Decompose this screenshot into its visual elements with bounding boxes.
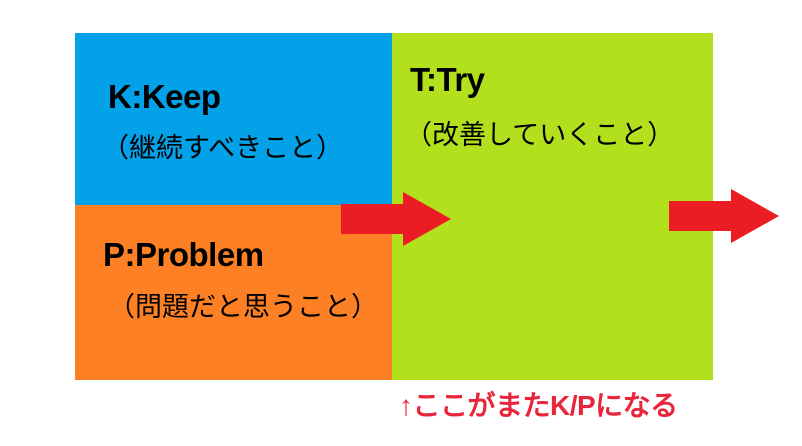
panel-problem: P:Problem （問題だと思うこと） [75,205,392,380]
panel-try: T:Try （改善していくこと） [392,33,713,380]
cycle-caption: ↑ここがまたK/Pになる [399,390,678,421]
panel-problem-title: P:Problem [103,236,264,273]
panel-keep-subtitle: （継続すべきこと） [102,133,344,163]
panel-try-title: T:Try [410,61,485,98]
right-arrow-icon [341,192,451,246]
panel-keep: K:Keep （継続すべきこと） [75,33,392,205]
right-arrow-icon [669,189,779,243]
panel-keep-title: K:Keep [108,78,221,115]
panel-problem-subtitle: （問題だと思うこと） [108,292,378,322]
panel-try-subtitle: （改善していくこと） [405,120,675,150]
